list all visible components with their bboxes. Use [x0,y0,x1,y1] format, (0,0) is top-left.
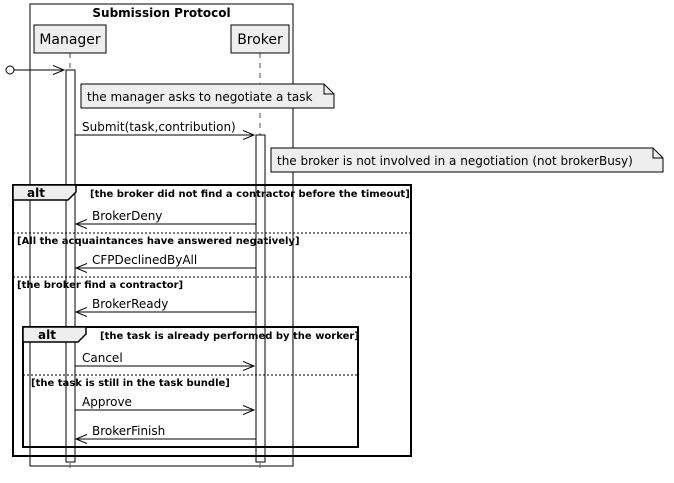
group-box: Submission Protocol [29,3,294,467]
inner-alt-fragment: alt [the task is already performed by th… [22,326,359,448]
participant-broker: Broker [230,24,290,54]
message-submit-label: Submit(task,contribution) [82,120,236,134]
message-cfp-declined-label: CFPDeclinedByAll [92,253,197,267]
message-cfp-declined: CFPDeclinedByAll [76,253,256,268]
message-approve-label: Approve [82,395,132,409]
broker-activation-bar [255,134,266,463]
participant-manager-label: Manager [39,32,101,48]
inner-alt-keyword: alt [38,328,56,342]
outer-alt-guard-1: [the broker did not find a contractor be… [90,189,410,200]
outer-alt-guard-2: [All the acquaintances have answered neg… [17,236,300,247]
inner-alt-guard-2: [the task is still in the task bundle] [31,378,230,389]
note-manager-text: the manager asks to negotiate a task [87,90,312,104]
outer-alt-guard-3: [the broker find a contractor] [17,280,183,291]
message-broker-ready: BrokerReady [76,297,256,312]
message-broker-ready-label: BrokerReady [92,297,168,311]
message-broker-deny: BrokerDeny [76,209,256,224]
message-broker-finish: BrokerFinish [76,424,256,439]
group-title: Submission Protocol [92,6,230,20]
note-broker-text: the broker is not involved in a negotiat… [277,154,633,168]
found-message [5,66,64,74]
manager-activation-bar [65,69,76,463]
message-broker-finish-label: BrokerFinish [92,424,165,438]
outer-alt-keyword: alt [27,186,45,200]
message-approve: Approve [75,395,254,410]
message-broker-deny-label: BrokerDeny [92,209,162,223]
message-cancel: Cancel [75,351,254,366]
note-broker: the broker is not involved in a negotiat… [270,147,664,173]
outer-alt-fragment: alt [the broker did not find a contracto… [12,184,412,457]
participant-broker-label: Broker [237,32,283,48]
message-submit: Submit(task,contribution) [75,120,254,135]
participant-manager: Manager [33,24,107,54]
message-cancel-label: Cancel [82,351,123,365]
inner-alt-guard-1: [the task is already performed by the wo… [100,331,359,342]
note-manager: the manager asks to negotiate a task [80,83,335,109]
